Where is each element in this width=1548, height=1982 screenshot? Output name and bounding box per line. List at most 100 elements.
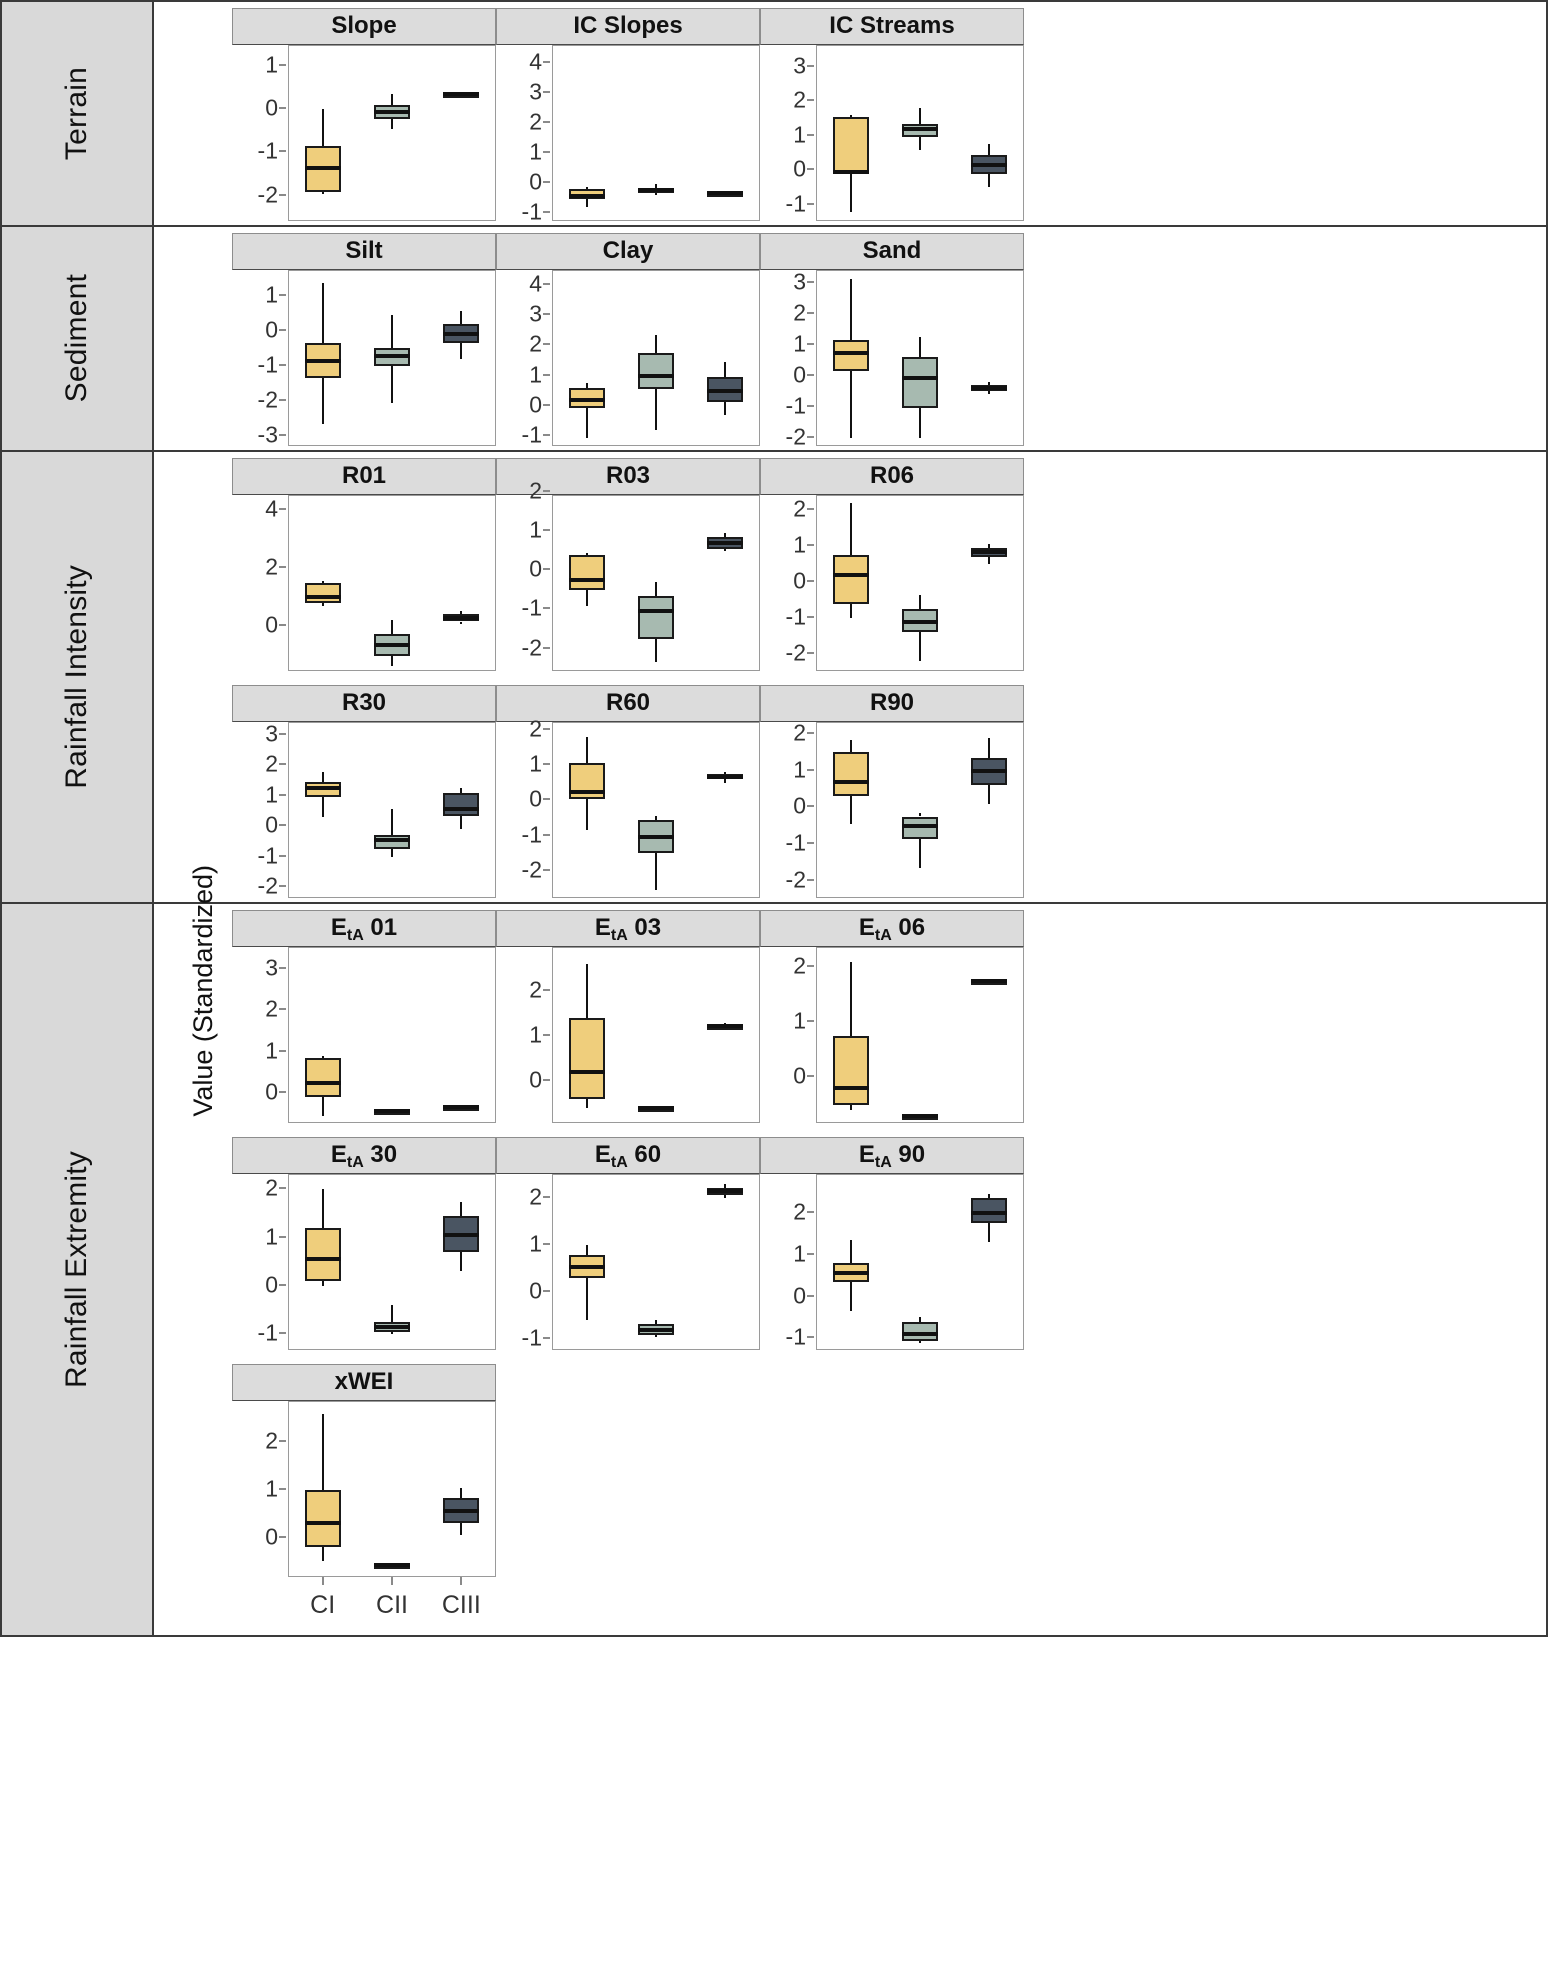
whisker-lower — [459, 1523, 462, 1536]
y-tick-label: 2 — [265, 995, 278, 1022]
y-tick-mark — [279, 1187, 286, 1190]
whisker-upper — [459, 311, 462, 324]
y-tick-mark — [807, 435, 814, 438]
whisker-upper — [919, 812, 921, 817]
y-tick-mark — [279, 193, 286, 196]
y-tick-mark — [543, 434, 550, 437]
y-tick-mark — [543, 1196, 550, 1199]
y-tick-label: 1 — [793, 1240, 806, 1267]
median-line — [638, 188, 674, 193]
y-tick-label: -1 — [257, 137, 278, 164]
median-line — [374, 837, 410, 842]
y-tick-mark — [543, 1034, 550, 1036]
y-tick-label: 0 — [793, 792, 806, 819]
whisker-lower — [459, 621, 462, 625]
x-tick-mark — [321, 1577, 324, 1585]
y-tick-label: 3 — [793, 52, 806, 79]
y-tick-mark — [279, 824, 286, 827]
whisker-lower — [586, 589, 589, 606]
whisker-lower — [987, 173, 990, 188]
y-tick-mark — [807, 99, 814, 102]
y-tick-mark — [543, 60, 550, 63]
row-label-rainfall-intensity: Rainfall Intensity — [2, 452, 154, 902]
box-CI — [569, 1017, 606, 1100]
median-line — [970, 549, 1007, 554]
whisker-lower — [586, 1278, 589, 1321]
y-tick-label: 1 — [529, 1021, 542, 1048]
median-line — [902, 1332, 938, 1337]
whisker-lower — [850, 1281, 853, 1312]
median-line — [638, 609, 674, 614]
median-line — [374, 642, 410, 647]
y-tick-mark — [543, 313, 550, 315]
y-tick-label: -1 — [785, 190, 806, 217]
median-line — [970, 163, 1007, 168]
plot-area — [816, 722, 1024, 898]
whisker-lower — [850, 173, 853, 212]
y-tick-mark — [807, 1075, 814, 1078]
y-tick-mark — [543, 343, 550, 346]
median-line — [442, 331, 479, 336]
y-tick-label: -1 — [785, 1323, 806, 1350]
whisker-upper — [987, 544, 990, 549]
whisker-lower — [391, 848, 393, 857]
row-label-rainfall-extremity: Rainfall Extremity — [2, 904, 154, 1635]
whisker-upper — [391, 620, 393, 635]
y-tick-label: -2 — [521, 634, 542, 661]
whisker-upper — [850, 278, 853, 341]
panel-title: EtA 03 — [496, 910, 760, 947]
whisker-upper — [586, 963, 589, 1018]
whisker-lower — [987, 1223, 990, 1243]
y-tick-label: -1 — [521, 594, 542, 621]
y-tick-label: 0 — [265, 1271, 278, 1298]
y-tick-label: 2 — [529, 477, 542, 504]
box-CI — [569, 554, 606, 590]
whisker-lower — [655, 1334, 657, 1337]
plot-area — [552, 1174, 760, 1350]
whisker-upper — [919, 337, 921, 358]
median-line — [638, 835, 674, 840]
y-tick-label: 1 — [793, 531, 806, 558]
y-tick-mark — [807, 652, 814, 655]
y-tick-label: 1 — [529, 516, 542, 543]
y-tick-mark — [279, 1488, 286, 1490]
median-line — [374, 1324, 410, 1329]
whisker-lower — [586, 798, 589, 831]
whisker-lower — [391, 1331, 393, 1335]
box-CIII — [442, 792, 479, 816]
whisker-upper — [322, 1413, 325, 1490]
y-tick-label: 2 — [265, 553, 278, 580]
whisker-upper — [391, 1305, 393, 1323]
whisker-upper — [723, 1184, 726, 1189]
whisker-lower — [322, 797, 325, 818]
panel-title: EtA 60 — [496, 1137, 760, 1174]
whisker-lower — [586, 1099, 589, 1109]
whisker-upper — [655, 816, 657, 820]
y-tick-label: -2 — [785, 423, 806, 450]
box-CI — [833, 1036, 870, 1105]
y-tick-mark — [279, 1332, 286, 1335]
median-line — [374, 1562, 410, 1567]
whisker-upper — [322, 109, 325, 146]
y-tick-mark — [543, 210, 550, 213]
y-tick-label: 2 — [793, 719, 806, 746]
y-tick-label: 0 — [265, 611, 278, 638]
whisker-upper — [322, 283, 325, 344]
whisker-upper — [586, 383, 589, 388]
plot-area — [552, 722, 760, 898]
y-tick-label: 0 — [529, 785, 542, 812]
y-tick-label: -1 — [785, 392, 806, 419]
median-line — [305, 786, 342, 791]
